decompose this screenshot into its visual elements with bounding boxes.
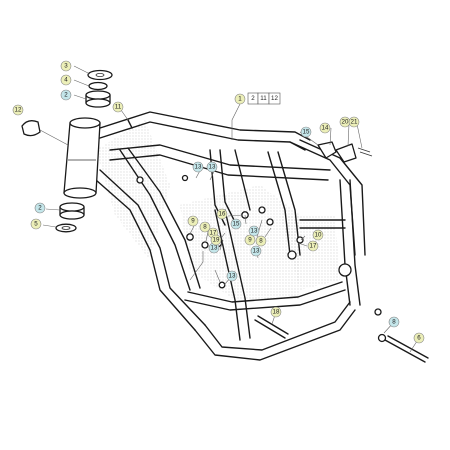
rear-bracket-parts — [317, 141, 373, 163]
assembly-box-label-3: 12 — [271, 95, 278, 102]
callout-label-13: 13 — [209, 164, 216, 171]
long-bolts — [254, 315, 429, 363]
callout-label-2: 2 — [64, 92, 68, 99]
callout-circle-13 — [192, 161, 204, 173]
headset-bottom-parts — [55, 202, 85, 233]
callout-circle-9 — [187, 215, 199, 227]
callout-circle-14 — [319, 122, 331, 134]
callout-label-13: 13 — [253, 248, 260, 255]
callout-circle-13 — [250, 245, 262, 257]
steering-lock-part — [21, 120, 69, 146]
callout-label-8: 8 — [203, 224, 207, 231]
callout-label-13: 13 — [211, 245, 218, 252]
headset-top-parts — [85, 69, 113, 108]
callout-circle-13 — [226, 270, 238, 282]
frame-gusset-plates — [96, 120, 340, 300]
callout-label-18: 18 — [273, 309, 280, 316]
callout-circle-13 — [248, 225, 260, 237]
callout-label-10: 10 — [315, 232, 322, 239]
assembly-main-label: 1 — [238, 96, 242, 103]
callout-circle-12 — [12, 104, 24, 116]
callout-circle-6 — [413, 332, 425, 344]
callout-label-19: 19 — [213, 237, 220, 244]
callout-label-20: 20 — [342, 119, 349, 126]
callout-circle-8 — [199, 221, 211, 233]
callout-label-15: 15 — [303, 129, 310, 136]
callout-circle-18 — [270, 306, 282, 318]
callout-circle-10 — [312, 229, 324, 241]
callout-circle-11 — [112, 101, 124, 113]
callout-label-8: 8 — [392, 319, 396, 326]
callout-circle-3 — [60, 60, 72, 72]
callout-circle-13 — [206, 161, 218, 173]
callout-circle-2 — [34, 202, 46, 214]
callout-circle-2 — [60, 89, 72, 101]
callout-circle-5 — [30, 218, 42, 230]
callout-label-3: 3 — [64, 63, 68, 70]
callout-circle-8 — [388, 316, 400, 328]
callout-label-21: 21 — [351, 119, 358, 126]
assembly-box-label-2: 11 — [260, 95, 267, 102]
callout-label-2: 2 — [38, 205, 42, 212]
callout-circle-15 — [230, 218, 242, 230]
callout-circle-4 — [60, 74, 72, 86]
callout-circle-15 — [300, 126, 312, 138]
callout-label-17: 17 — [210, 230, 217, 237]
assembly-main-callout — [234, 93, 246, 105]
callout-circle-17 — [307, 240, 319, 252]
callout-label-11: 11 — [115, 104, 122, 111]
callout-label-12: 12 — [15, 107, 22, 114]
assembly-box-3 — [268, 92, 281, 105]
callout-label-16: 16 — [219, 211, 226, 218]
callout-label-8: 8 — [259, 238, 263, 245]
callout-label-13: 13 — [195, 164, 202, 171]
steering-head-tube — [63, 117, 101, 199]
screw-11 — [127, 119, 133, 129]
assembly-reference: 1 2 11 12 — [234, 92, 281, 105]
callout-circle-16 — [216, 208, 228, 220]
callout-label-14: 14 — [322, 125, 329, 132]
callout-label-6: 6 — [417, 335, 421, 342]
callout-label-17: 17 — [310, 243, 317, 250]
assembly-box-label-1: 2 — [251, 95, 255, 102]
callout-label-15: 15 — [233, 221, 240, 228]
callout-circle-19 — [210, 234, 222, 246]
callout-label-4: 4 — [64, 77, 68, 84]
callout-circle-8 — [255, 235, 267, 247]
callout-label-9: 9 — [191, 218, 195, 225]
callout-label-13: 13 — [251, 228, 258, 235]
callout-circle-21 — [348, 116, 360, 128]
callout-label-9: 9 — [248, 237, 252, 244]
callout-circle-9 — [244, 234, 256, 246]
callout-label-5: 5 — [34, 221, 38, 228]
callout-label-13: 13 — [229, 273, 236, 280]
